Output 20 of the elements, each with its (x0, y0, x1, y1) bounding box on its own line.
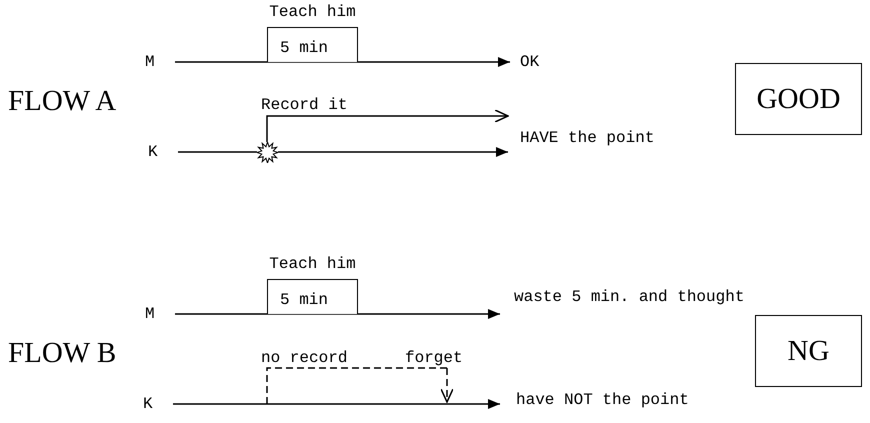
node-label: K (143, 394, 153, 414)
node-label: M (145, 304, 155, 324)
node-label: waste 5 min. and thought (514, 287, 744, 307)
node-label: K (148, 142, 158, 162)
node-label: forget (405, 348, 463, 368)
node-label: have NOT the point (516, 390, 689, 410)
node-label: NG (788, 334, 830, 368)
node-label: 5 min (280, 38, 328, 58)
flow-title: FLOW A (8, 84, 116, 118)
node-label: OK (520, 52, 540, 72)
node-label: M (145, 52, 155, 72)
node-heading: Teach him (268, 254, 357, 274)
result-box (735, 63, 862, 135)
node-label: HAVE the point (520, 128, 654, 148)
annotation-text: no record (261, 348, 348, 368)
node-label: GOOD (756, 82, 840, 116)
node-heading: Teach him (268, 2, 357, 22)
result-box (755, 315, 862, 387)
flow-title: FLOW B (8, 336, 116, 370)
node-label: 5 min (280, 290, 328, 310)
